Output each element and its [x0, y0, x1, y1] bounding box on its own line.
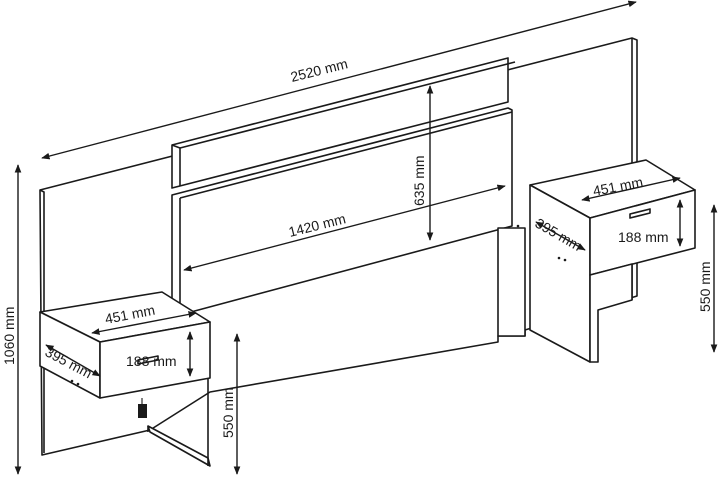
- right-drawer-label: 188 mm: [618, 229, 669, 245]
- headboard-width-line: [183, 184, 506, 272]
- left-drawer-label: 188 mm: [126, 353, 177, 369]
- right-depth-line: [535, 221, 586, 251]
- overall-width-line: [41, 0, 637, 160]
- left-depth-line: [45, 344, 101, 377]
- left-floor-height-label: 550 mm: [220, 387, 236, 438]
- headboard-height-label: 635 mm: [411, 155, 427, 206]
- overall-width-label: 2520 mm: [289, 55, 349, 85]
- left-width-line: [91, 311, 197, 335]
- overall-height-label: 1060 mm: [1, 307, 17, 365]
- cable-plug-icon: [138, 404, 147, 418]
- right-floor-height-label: 550 mm: [697, 261, 713, 312]
- right-width-line: [581, 176, 681, 202]
- dimension-lines: [14, 0, 718, 475]
